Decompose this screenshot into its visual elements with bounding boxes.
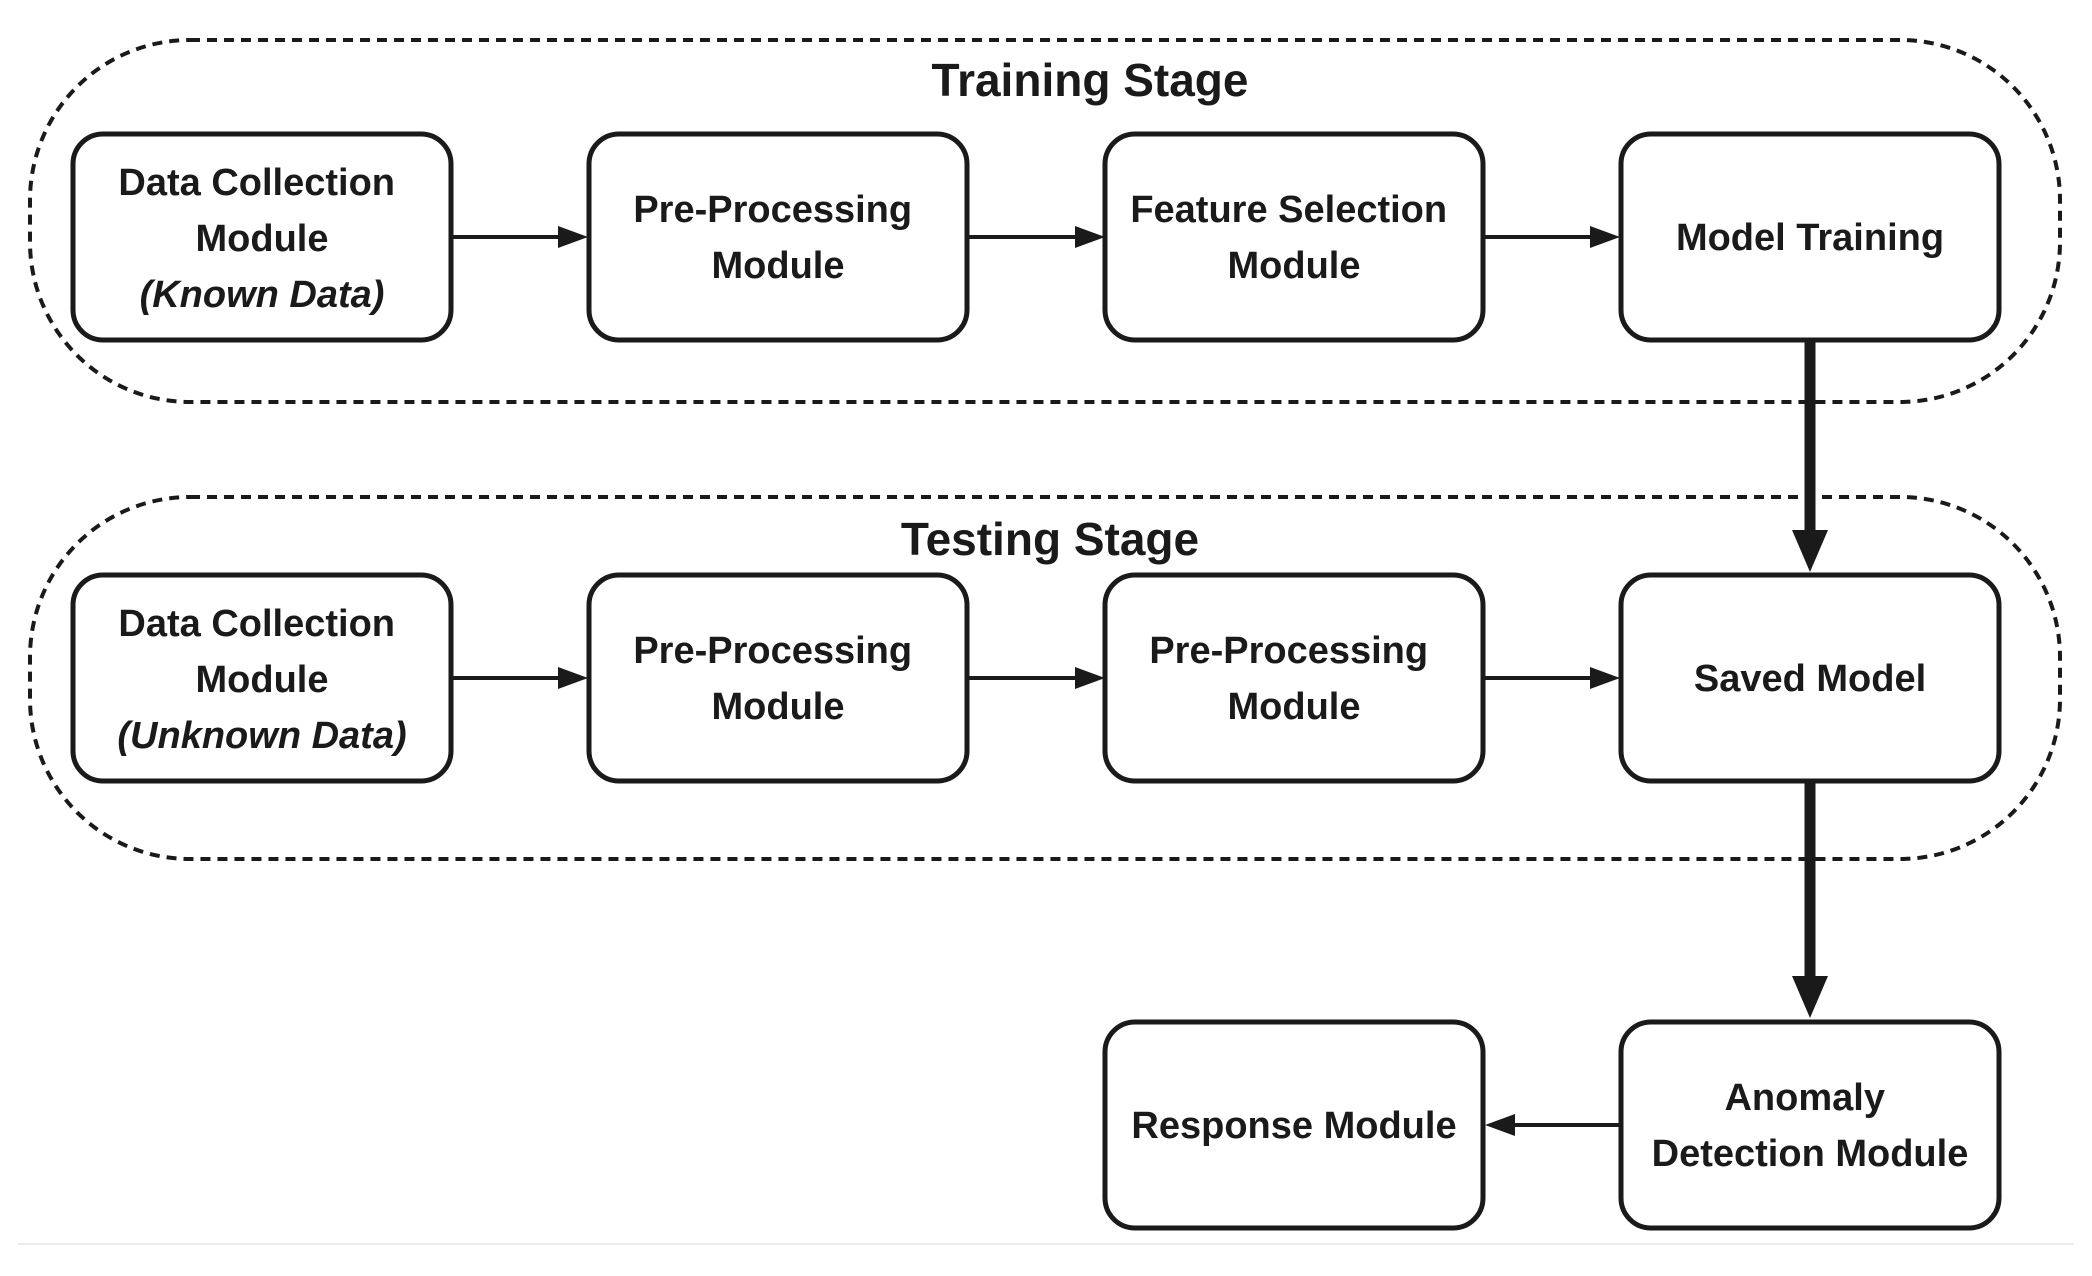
- node-label-line: Module: [1228, 686, 1361, 728]
- svg-text:Pre-Processing Module: Pre-Processing Module: [1149, 630, 1438, 728]
- svg-text:Data Collection Module: Data Collection Module: [118, 162, 405, 260]
- node-label-line: Module: [1228, 245, 1361, 287]
- node-label-line: Pre-Processing: [1149, 630, 1428, 672]
- node-label-line: Module: [712, 686, 845, 728]
- arrowhead-right-icon: [558, 226, 588, 248]
- training-stage-border: [28, 38, 2062, 404]
- output-connectors: [1485, 1114, 1620, 1136]
- node-box: [1102, 1019, 1486, 1231]
- svg-text:Feature Selection Module: Feature Selection Module: [1130, 189, 1457, 287]
- node-response-module: Response Module: [1102, 1019, 1486, 1231]
- node-saved-model: Saved Model: [1618, 572, 2002, 784]
- node-label-line: Pre-Processing: [633, 189, 912, 231]
- node-label-line: Feature Selection: [1130, 189, 1447, 231]
- model-flow-connectors: [1792, 337, 1828, 1018]
- node-box: [1618, 1019, 2002, 1231]
- node-box: [586, 131, 970, 343]
- svg-text:Pre-Processing Module: Pre-Processing Module: [633, 189, 922, 287]
- testing-stage-border: [28, 495, 2062, 861]
- node-box: [1102, 572, 1486, 784]
- node-label-line: Response Module: [1131, 1105, 1456, 1147]
- arrowhead-right-icon: [1590, 667, 1620, 689]
- node-label-line: Anomaly: [1724, 1077, 1884, 1119]
- svg-text:Model Training: Model Training: [1676, 217, 1944, 259]
- training-stage-title: Training Stage: [932, 54, 1249, 106]
- arrowhead-right-icon: [1590, 226, 1620, 248]
- node-label-line: Data Collection: [118, 162, 395, 204]
- node-label-line: Detection Module: [1652, 1133, 1969, 1175]
- arrowhead-right-icon: [558, 667, 588, 689]
- arrowhead-right-icon: [1075, 667, 1105, 689]
- node-box: [1102, 131, 1486, 343]
- node-model-training: Model Training: [1618, 131, 2002, 343]
- node-anomaly-detection: Anomaly Detection Module: [1618, 1019, 2002, 1231]
- node-test-preprocessing-2: Pre-Processing Module: [1102, 572, 1486, 784]
- node-box: [586, 572, 970, 784]
- node-train-preprocessing: Pre-Processing Module: [586, 131, 970, 343]
- node-box: [70, 572, 454, 784]
- node-label-line: Model Training: [1676, 217, 1944, 259]
- node-box: [1618, 572, 2002, 784]
- node-train-data-collection: Data Collection Module (Known Data): [70, 131, 454, 343]
- svg-text:Pre-Processing Module: Pre-Processing Module: [633, 630, 922, 728]
- node-box: [70, 131, 454, 343]
- testing-connectors: [453, 667, 1620, 689]
- node-train-feature-selection: Feature Selection Module: [1102, 131, 1486, 343]
- node-label-italic: (Unknown Data): [117, 715, 406, 757]
- training-connectors: [453, 226, 1620, 248]
- node-label-line: Module: [196, 218, 329, 260]
- svg-text:Response Module: Response Module: [1131, 1105, 1456, 1147]
- node-label-line: Module: [712, 245, 845, 287]
- svg-text:Saved Model: Saved Model: [1694, 658, 1926, 700]
- arrowhead-left-icon: [1485, 1114, 1515, 1136]
- svg-text:Data Collection Module: Data Collection Module: [118, 603, 405, 701]
- node-test-data-collection: Data Collection Module (Unknown Data): [70, 572, 454, 784]
- arrowhead-down-icon: [1792, 976, 1828, 1018]
- node-box: [1618, 131, 2002, 343]
- node-label-line: Data Collection: [118, 603, 395, 645]
- node-label-line: Pre-Processing: [633, 630, 912, 672]
- node-label-line: Module: [196, 659, 329, 701]
- arrowhead-right-icon: [1075, 226, 1105, 248]
- testing-stage-title: Testing Stage: [901, 513, 1199, 565]
- arrowhead-down-icon: [1792, 530, 1828, 572]
- node-test-preprocessing-1: Pre-Processing Module: [586, 572, 970, 784]
- svg-text:Anomaly Detection Module: Anomaly Detection Module: [1652, 1077, 1969, 1175]
- node-label-line: Saved Model: [1694, 658, 1926, 700]
- node-label-italic: (Known Data): [140, 274, 385, 316]
